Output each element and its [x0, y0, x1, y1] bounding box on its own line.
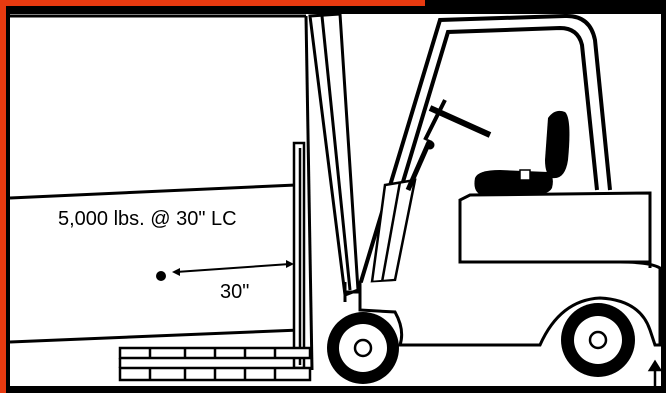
rear-wheel — [561, 303, 635, 377]
load-capacity-label: 5,000 lbs. @ 30" LC — [58, 208, 237, 230]
top-accent-bar — [0, 0, 425, 6]
distance-label: 30" — [220, 281, 249, 303]
left-accent-bar — [0, 0, 6, 393]
front-wheel — [327, 312, 399, 384]
carriage-upright — [294, 143, 304, 368]
load-center-dot — [156, 271, 166, 281]
